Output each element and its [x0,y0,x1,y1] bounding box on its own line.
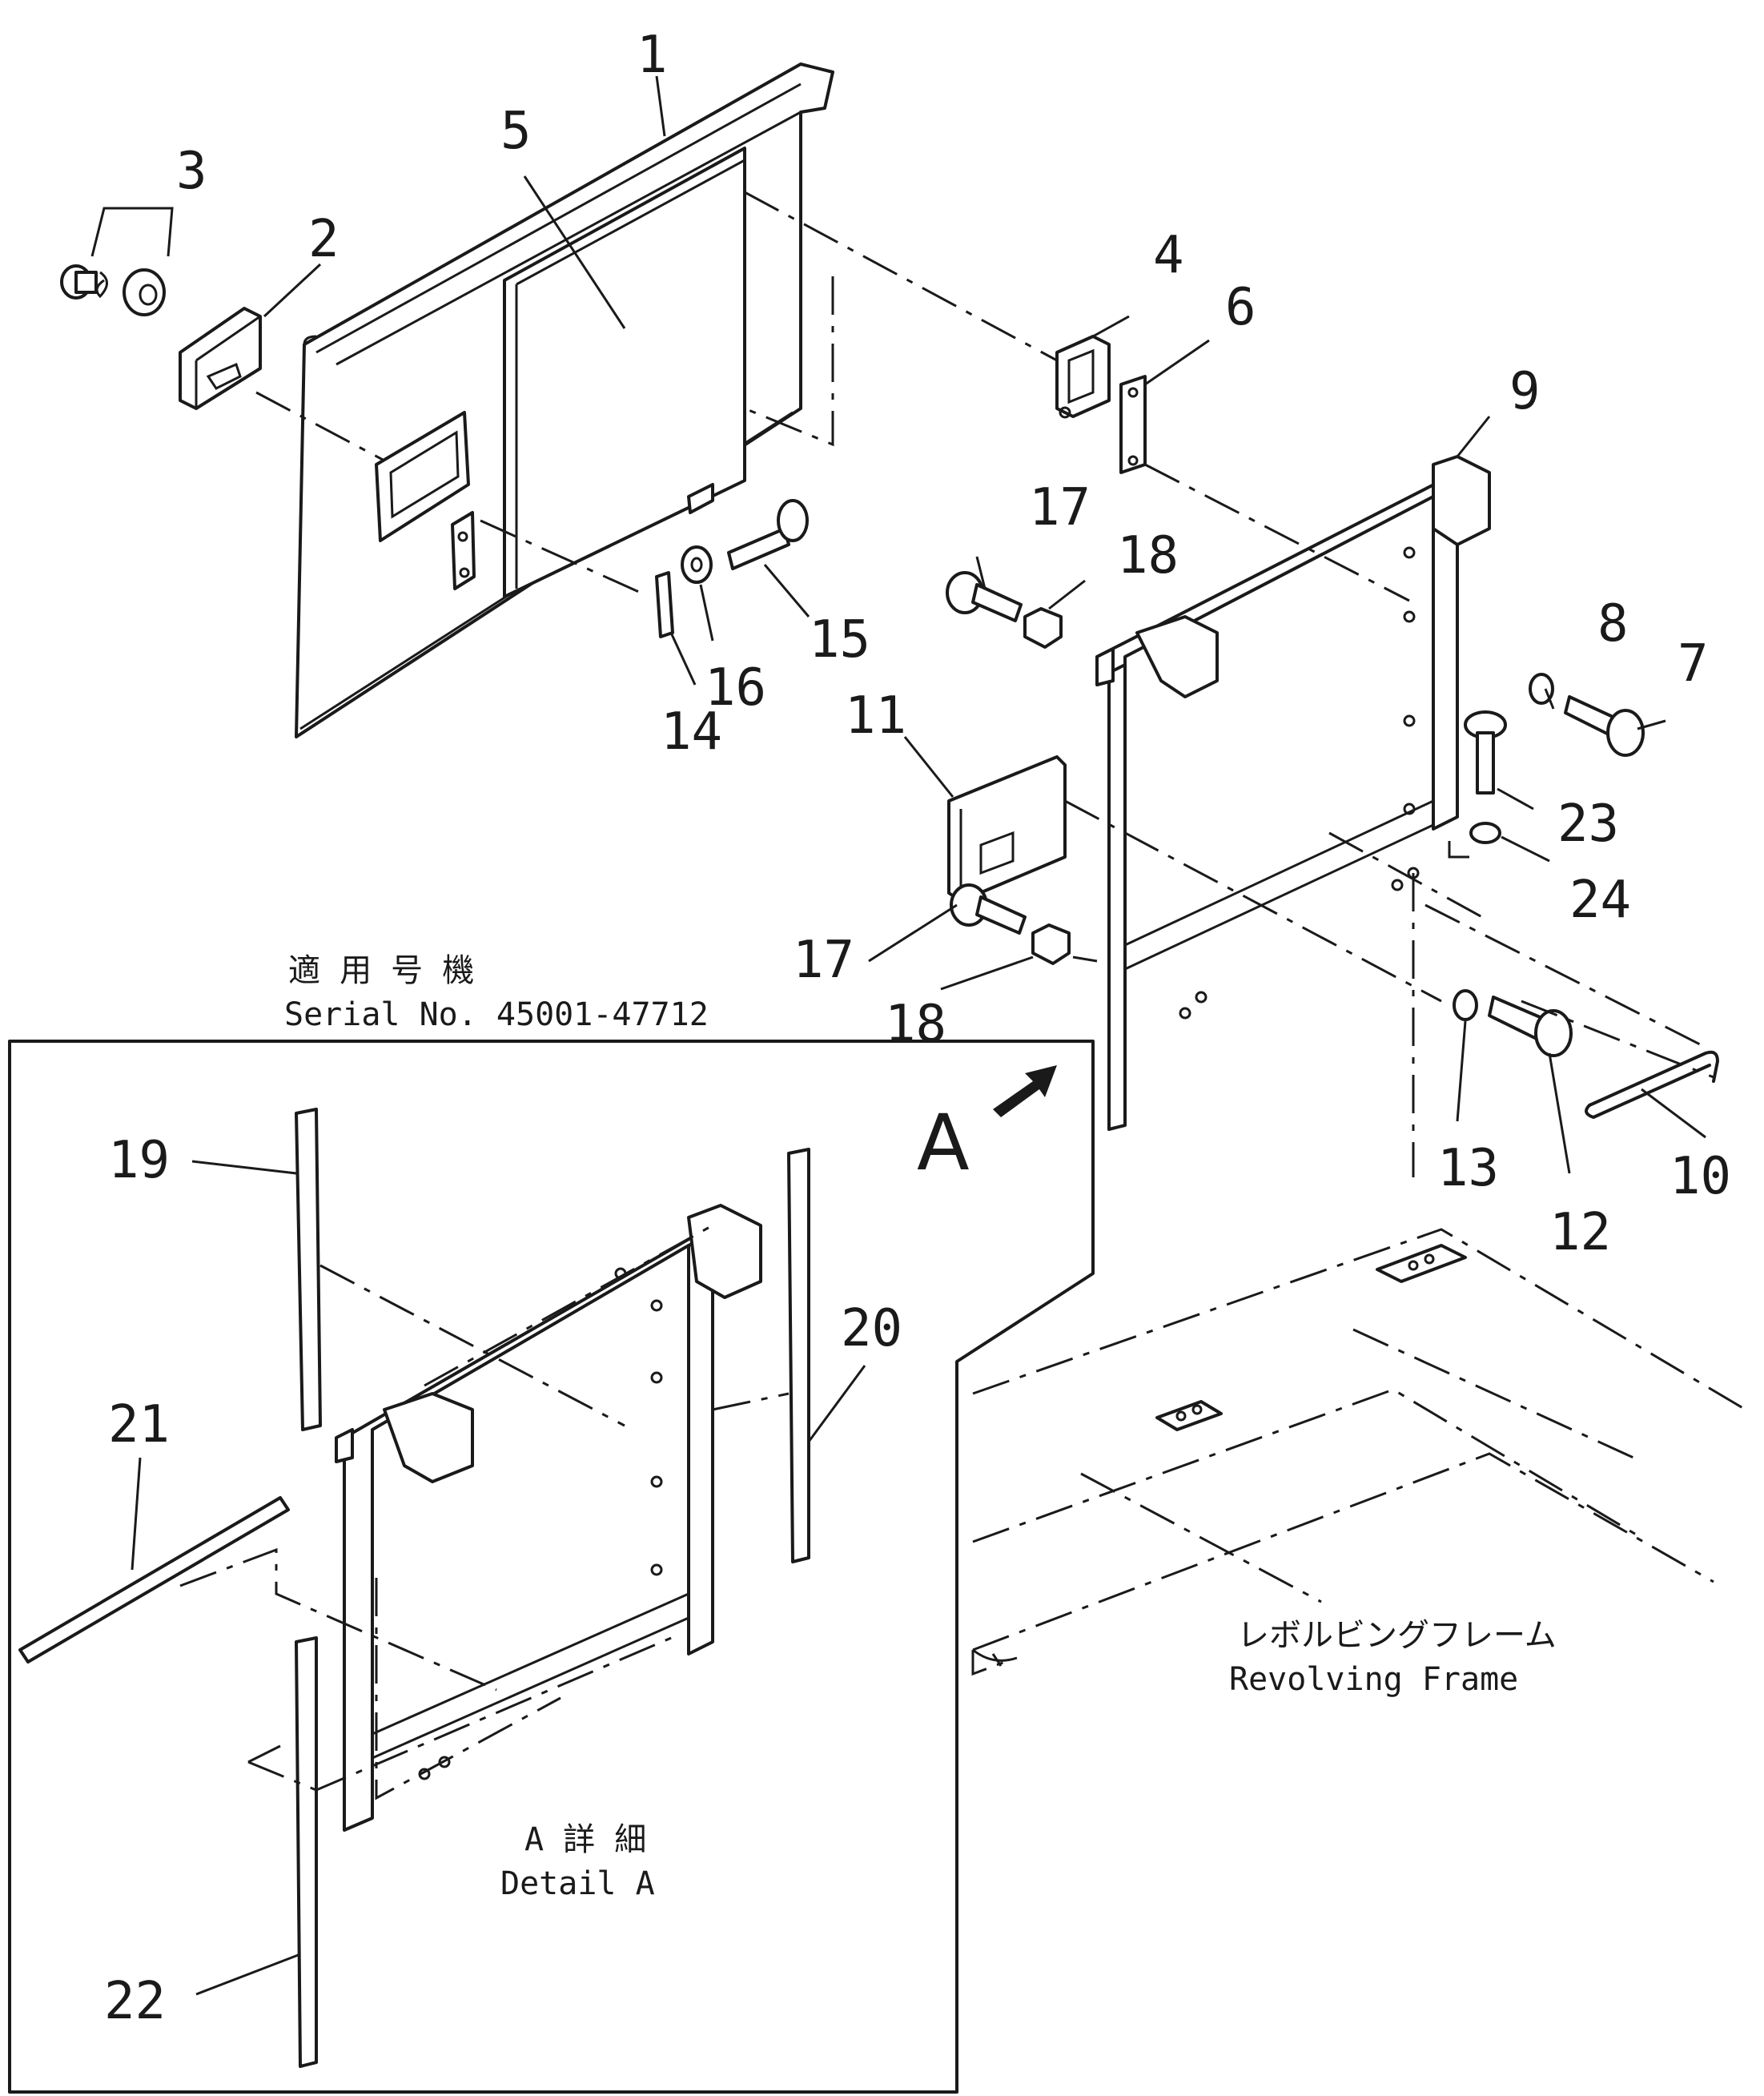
revolving-frame-label-jp: レボルビングフレーム [1237,1617,1557,1654]
bolt-17-top [946,571,1023,622]
plate-part [1119,375,1147,474]
part-number-12: 12 [1549,1203,1611,1262]
nut-18-top [1023,607,1063,649]
nut-18-bottom [1031,923,1071,965]
part-number-10: 10 [1670,1147,1731,1206]
clip-14 [655,571,674,638]
detail-arrow-icon [993,1065,1057,1117]
detail-frame-drawing [18,1108,810,2068]
bolt-23 [1464,710,1507,795]
bolt-17-bottom [950,883,1027,935]
part-number-17-bottom: 17 [793,931,854,990]
detail-marker: A [917,1098,970,1188]
bolt-15 [727,499,809,570]
washer-13 [1453,989,1478,1021]
washer-24 [1469,822,1501,844]
part-number-17-top: 17 [1029,478,1091,537]
part-number-23: 23 [1557,795,1619,854]
part-number-15: 15 [809,610,870,670]
rod-part [1585,1050,1719,1119]
part-number-18-bottom: 18 [885,995,946,1054]
part-number-1: 1 [637,26,668,85]
knob-set [60,264,166,316]
part-number-6: 6 [1225,278,1256,337]
revolving-frame-drawing [971,1228,1746,1676]
bolt-12 [1488,996,1573,1057]
part-number-9: 9 [1509,362,1541,421]
part-number-19: 19 [108,1131,170,1190]
part-number-11: 11 [845,686,906,746]
detail-box [8,1040,1095,2094]
text-labels: 適 用 号 機 Serial No. 45001-47712 A A 詳 細 D… [284,952,1557,1902]
part-number-13: 13 [1437,1139,1499,1198]
leader-lines [90,75,1706,1996]
part-number-8: 8 [1597,594,1629,654]
cover-plate-part [947,755,1067,903]
part-number-18-top: 18 [1117,526,1179,585]
hinge-part [1055,335,1111,419]
washer-16 [681,545,713,584]
revolving-frame-label-en: Revolving Frame [1229,1661,1518,1698]
part-number-20: 20 [841,1299,902,1358]
part-number-4: 4 [1153,226,1184,285]
part-number-16: 16 [705,658,766,718]
part-number-labels: 1 2 3 4 5 6 7 8 9 10 11 12 13 14 15 16 1… [104,26,1731,2031]
serial-label-jp: 適 用 号 機 [288,952,474,989]
part-number-14: 14 [661,702,722,762]
part-number-24: 24 [1569,871,1631,930]
part-number-7: 7 [1678,634,1709,694]
door-panel [295,62,834,738]
detail-label-en: Detail A [500,1865,655,1902]
assembly-lines [255,191,1714,1177]
part-number-22: 22 [104,1972,166,2031]
part-number-2: 2 [308,210,340,269]
detail-label-jp: A 詳 細 [524,1821,646,1858]
part-number-5: 5 [500,102,532,161]
serial-label-en: Serial No. 45001-47712 [284,996,709,1033]
part-number-21: 21 [108,1395,170,1454]
frame-part [1095,455,1491,1131]
part-number-3: 3 [176,142,207,201]
bolt-7 [1564,695,1645,757]
latch-part [179,307,262,410]
